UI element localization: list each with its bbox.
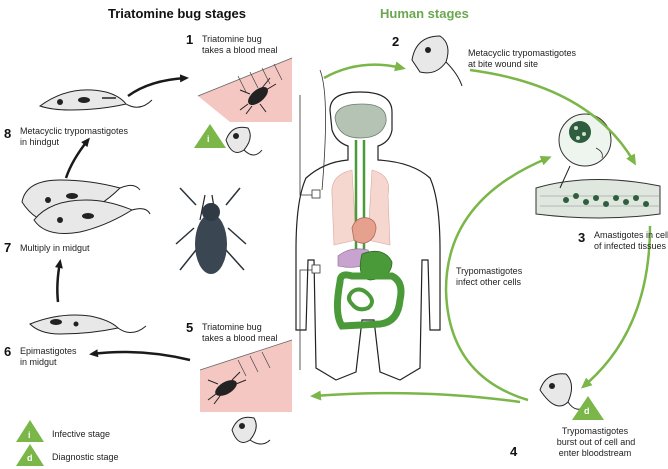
step-1-line-1: Triatomine bug <box>202 34 262 44</box>
step-5-line-1: Triatomine bug <box>202 322 262 332</box>
infected-cell <box>558 113 612 167</box>
diagnostic-triangle-diagram <box>572 396 604 420</box>
legend-diagnostic-label: Diagnostic stage <box>52 452 119 462</box>
bug-stage-arrows <box>54 74 191 362</box>
step-2-number: 2 <box>392 34 400 49</box>
step-3-line-2: of infected tissues <box>594 241 667 251</box>
human-stage-arrows <box>310 61 652 404</box>
organs <box>331 103 405 330</box>
legend-infective-triangle <box>16 420 44 442</box>
parasite-bite-top <box>225 126 263 156</box>
diagnostic-letter-diagram: d <box>584 406 590 416</box>
step-1-number: 1 <box>186 32 194 47</box>
parasite-midgut-multiply <box>21 179 151 234</box>
bug-small-bottom <box>207 371 247 405</box>
infective-triangle-diagram <box>194 124 226 148</box>
step-2-line-1: Metacyclic trypomastigotes <box>468 48 577 58</box>
step-6-line-2: in midgut <box>20 357 57 367</box>
header-human-stages: Human stages <box>380 6 469 21</box>
step-6-number: 6 <box>4 344 12 359</box>
step-8-line-2: in hindgut <box>20 137 60 147</box>
step-2-line-2: at bite wound site <box>468 59 539 69</box>
skin-bite-bottom <box>199 339 293 412</box>
step-1-line-2: takes a blood meal <box>202 45 278 55</box>
legend-diagnostic-letter: d <box>27 453 33 463</box>
legend-diagnostic-triangle <box>16 444 44 466</box>
step-5-line-2: takes a blood meal <box>202 333 278 343</box>
step-3-number: 3 <box>578 230 586 245</box>
parasite-bite-bottom <box>231 416 271 445</box>
step-5-number: 5 <box>186 320 194 335</box>
step-4-number: 4 <box>510 444 518 459</box>
step-7-number: 7 <box>4 240 12 255</box>
center-label-line-1: Trypomastigotes <box>456 266 523 276</box>
step-3-line-1: Amastigotes in cells <box>594 230 668 240</box>
header-bug-stages: Triatomine bug stages <box>108 6 246 21</box>
bug-small-top <box>239 77 277 115</box>
step-8-line-1: Metacyclic trypomastigotes <box>20 126 129 136</box>
parasite-wound-site <box>411 35 463 87</box>
parasite-epimastigote <box>29 314 147 335</box>
infected-tissue <box>535 165 661 219</box>
legend-infective-label: Infective stage <box>52 429 111 439</box>
skin-bite-top <box>197 57 293 122</box>
step-8-number: 8 <box>4 126 12 141</box>
step-7-line-1: Multiply in midgut <box>20 243 90 253</box>
step-4-line-3: enter bloodstream <box>558 448 632 458</box>
infective-letter-diagram: i <box>207 134 210 144</box>
pointer-lines <box>299 69 326 370</box>
parasite-bloodstream <box>539 373 587 410</box>
parasite-hindgut <box>38 89 153 111</box>
legend-infective-letter: i <box>28 430 31 440</box>
step-6-line-1: Epimastigotes <box>20 346 77 356</box>
triatomine-bug-large <box>175 187 247 274</box>
step-4-line-2: burst out of cell and <box>556 437 636 447</box>
center-label-line-2: infect other cells <box>456 277 522 287</box>
step-4-line-1: Trypomastigotes <box>561 426 629 436</box>
